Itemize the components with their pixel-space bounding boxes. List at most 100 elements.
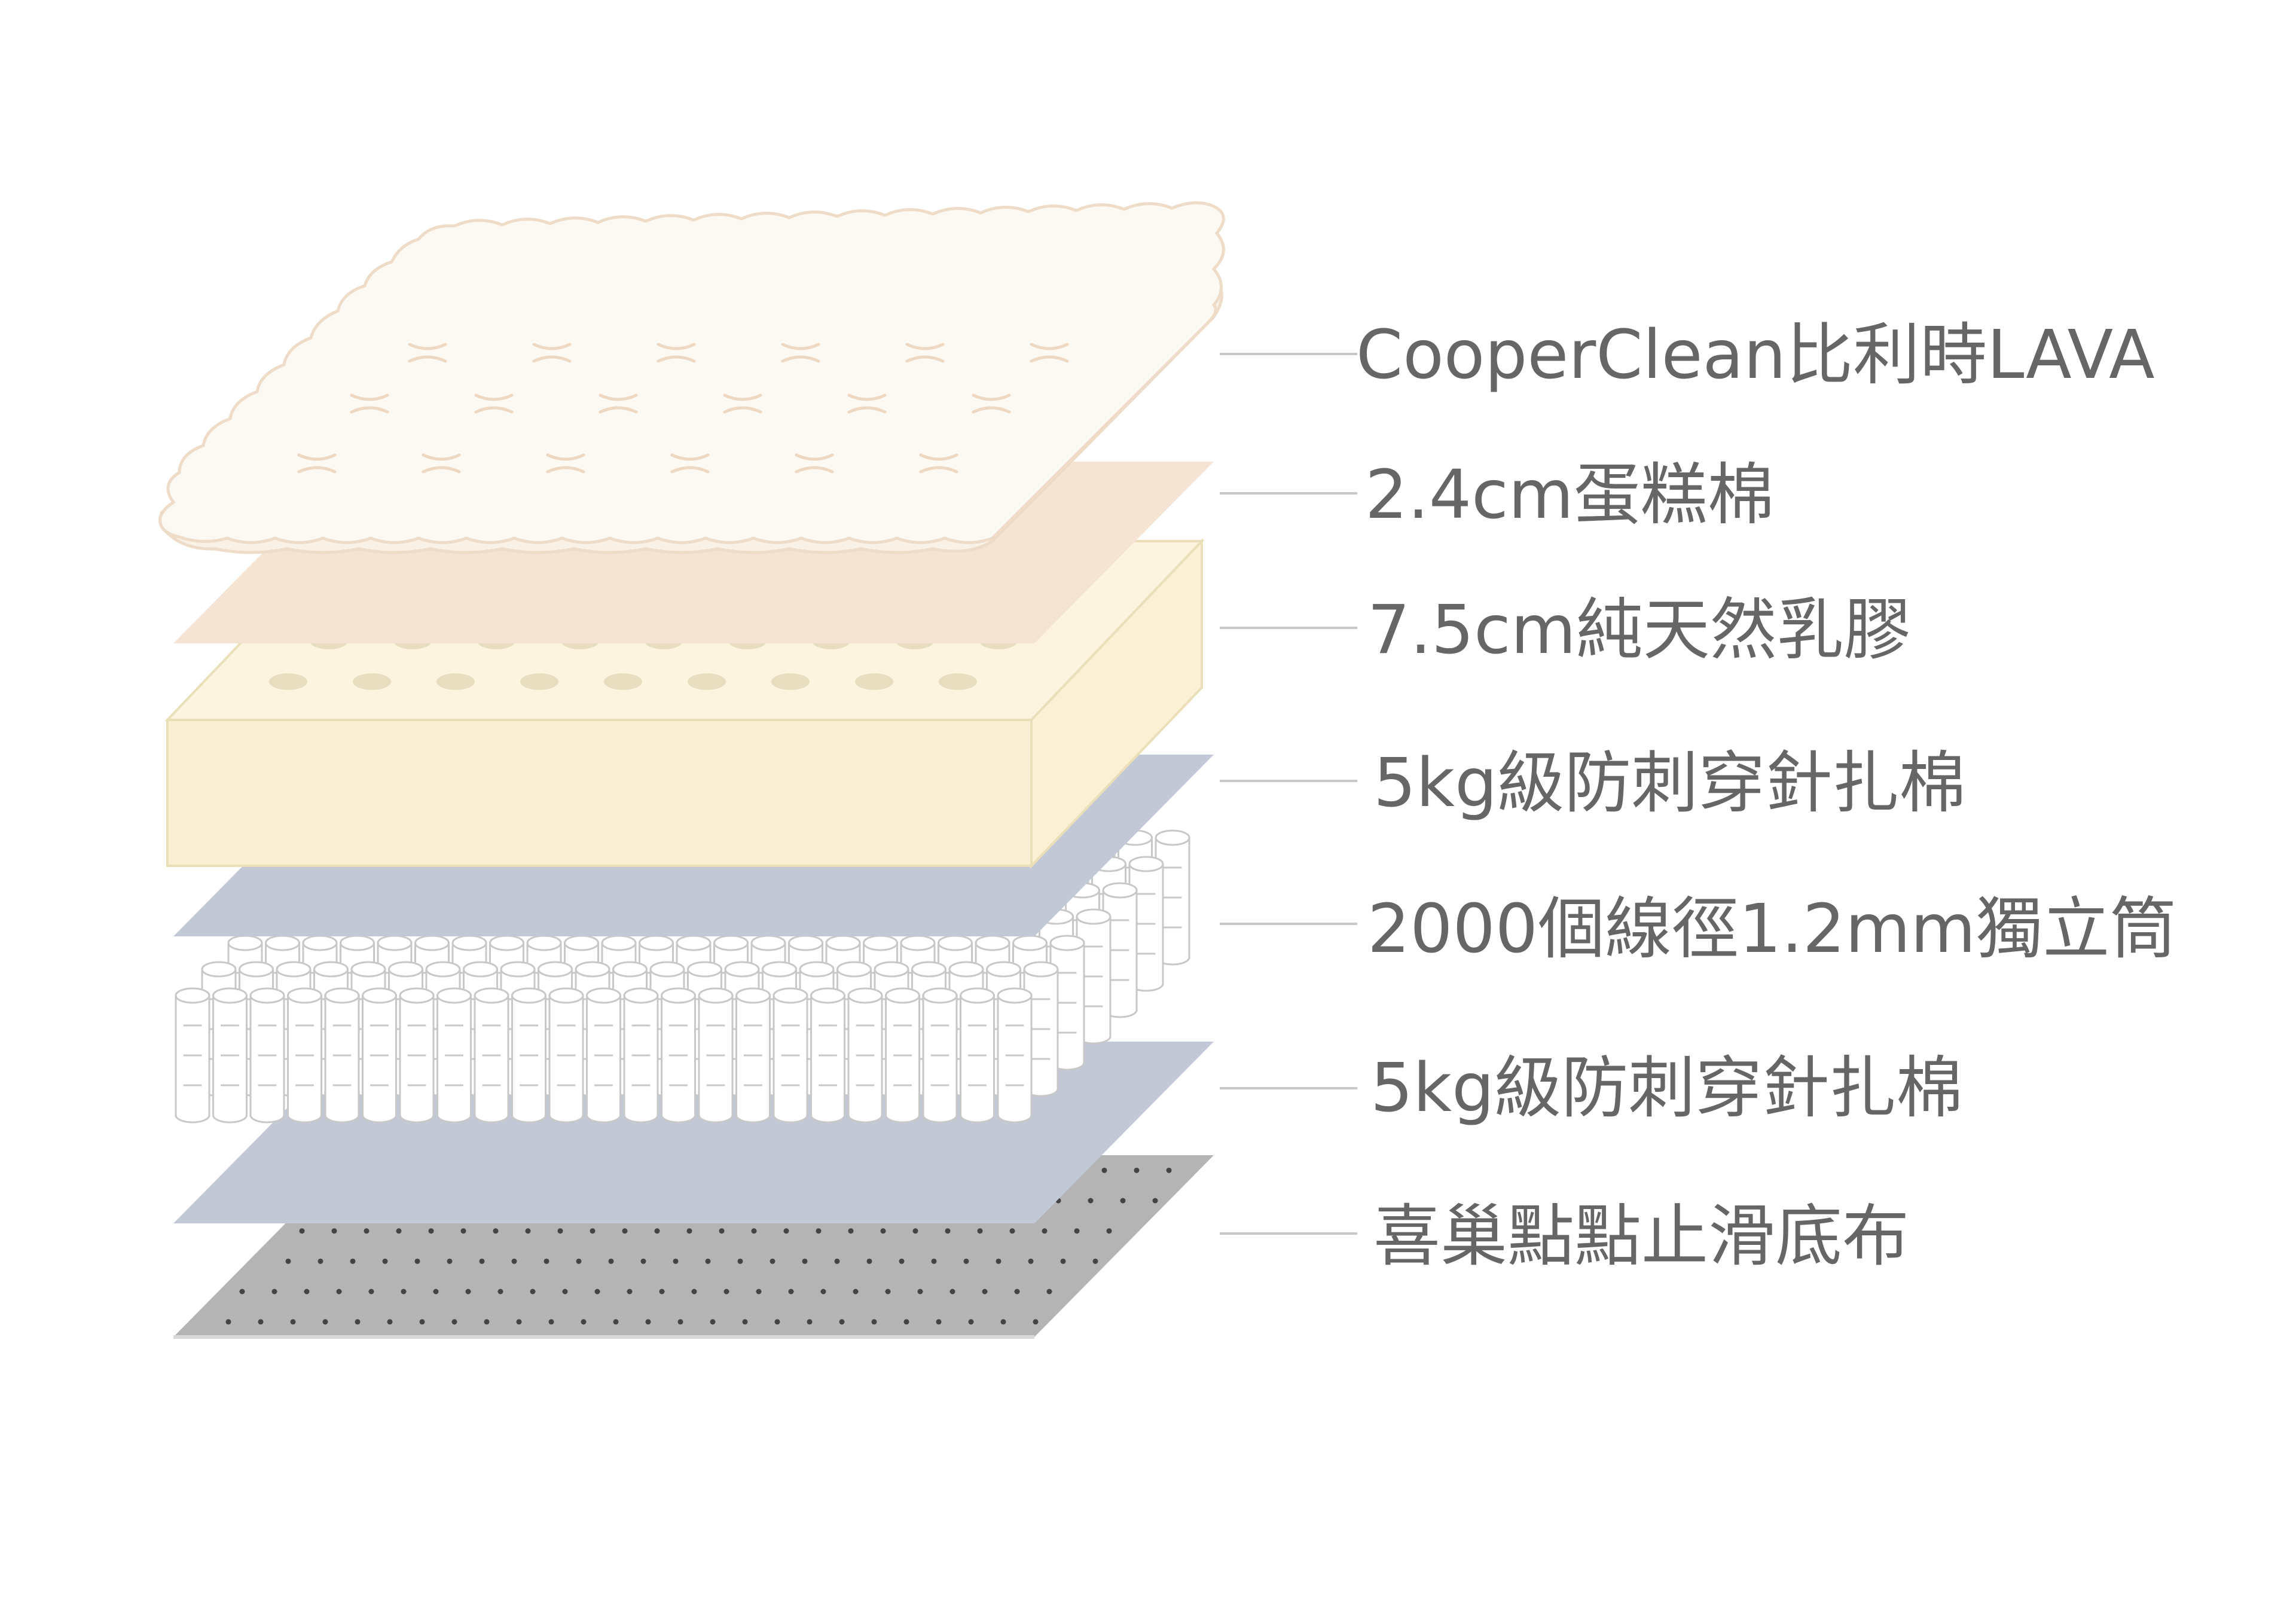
base-dot: [686, 1228, 692, 1234]
coil-top: [639, 935, 674, 951]
coil-top: [175, 987, 210, 1004]
coil-top: [713, 935, 749, 951]
base-dot: [880, 1228, 886, 1234]
base-dot: [396, 1228, 402, 1234]
base-dot: [414, 1258, 420, 1264]
coil-body: [175, 994, 210, 1124]
label-latex: 7.5cm純天然乳膠: [1367, 591, 1911, 669]
latex-hole: [688, 673, 726, 690]
base-dot: [1033, 1319, 1039, 1325]
base-dot: [428, 1228, 434, 1234]
base-dot: [945, 1228, 951, 1234]
base-dot: [751, 1228, 757, 1234]
quilt-stitch: [422, 453, 461, 474]
base-dot: [659, 1289, 665, 1295]
label-felt-bottom: 5kg級防刺穿針扎棉: [1370, 1049, 1963, 1127]
coil-top: [911, 961, 947, 978]
coil-spring: [922, 987, 958, 1124]
coil-spring: [324, 987, 360, 1124]
coil-top: [938, 935, 973, 951]
latex-hole: [269, 673, 307, 690]
coil-top: [1155, 829, 1190, 846]
base-dot: [336, 1289, 342, 1295]
base-dot: [239, 1289, 245, 1295]
coil-top: [863, 935, 898, 951]
base-dot: [737, 1258, 743, 1264]
coil-top: [388, 961, 423, 978]
base-dot: [705, 1258, 711, 1264]
base-dot: [783, 1228, 789, 1234]
base-dot: [590, 1228, 596, 1234]
coil-top: [239, 961, 274, 978]
coil-top: [362, 987, 397, 1004]
coil-body: [922, 994, 958, 1124]
base-dot: [331, 1228, 337, 1234]
coil-body: [623, 994, 659, 1124]
base-dot: [719, 1228, 725, 1234]
quilt-stitch: [919, 453, 958, 474]
base-dot: [677, 1319, 683, 1325]
base-dot: [401, 1289, 407, 1295]
coil-top: [538, 961, 573, 978]
coil-body: [661, 994, 696, 1124]
base-dot: [871, 1319, 877, 1325]
base-dot: [1134, 1167, 1140, 1173]
base-dot: [447, 1258, 453, 1264]
base-dot: [963, 1258, 969, 1264]
base-dot: [317, 1258, 323, 1264]
coil-top: [825, 935, 861, 951]
base-dot: [1042, 1228, 1048, 1234]
coil-spring: [362, 987, 397, 1124]
coil-body: [847, 994, 883, 1124]
quilt-stitch: [657, 343, 696, 363]
coil-top: [399, 987, 435, 1004]
base-dot: [866, 1258, 872, 1264]
coil-top: [762, 961, 797, 978]
base-dot: [899, 1258, 905, 1264]
base-dot: [853, 1289, 859, 1295]
coil-top: [948, 961, 984, 978]
coil-top: [997, 987, 1033, 1004]
coil-spring: [1128, 856, 1164, 992]
coil-body: [474, 994, 509, 1124]
coil-top: [1102, 882, 1138, 899]
quilt-stitch: [474, 393, 514, 414]
base-dot: [355, 1319, 361, 1325]
coil-spring: [212, 987, 248, 1124]
coil-top: [799, 961, 835, 978]
base-dot: [936, 1319, 942, 1325]
base-dot: [770, 1258, 775, 1264]
coil-top: [201, 961, 237, 978]
quilt-stitch: [795, 453, 834, 474]
base-dot: [1046, 1289, 1052, 1295]
coil-top: [350, 961, 386, 978]
coil-spring: [399, 987, 435, 1124]
base-dot: [465, 1289, 471, 1295]
coil-top: [463, 961, 498, 978]
coil-top: [511, 987, 546, 1004]
latex-hole: [939, 673, 977, 690]
base-dot: [622, 1228, 628, 1234]
coil-top: [526, 935, 562, 951]
base-dot: [654, 1228, 660, 1234]
base-dot: [1101, 1167, 1107, 1173]
coil-top: [575, 961, 610, 978]
quilt-stitch: [350, 393, 389, 414]
base-dot: [774, 1319, 780, 1325]
quilt-stitch: [781, 343, 820, 363]
base-dot: [640, 1258, 646, 1264]
coil-body: [212, 994, 248, 1124]
latex-hole: [771, 673, 810, 690]
coil-top: [986, 961, 1021, 978]
coil-spring: [287, 987, 322, 1124]
coil-spring: [847, 987, 883, 1124]
label-coils: 2000個線徑1.2mm獨立筒: [1367, 890, 2176, 968]
base-dot: [816, 1228, 822, 1234]
coil-top: [212, 987, 248, 1004]
leader-lines: [1220, 353, 1357, 1235]
coil-body: [997, 994, 1033, 1124]
coil-top: [922, 987, 958, 1004]
coil-spring: [960, 987, 995, 1124]
base-dot: [479, 1258, 485, 1264]
coil-top: [377, 935, 413, 951]
